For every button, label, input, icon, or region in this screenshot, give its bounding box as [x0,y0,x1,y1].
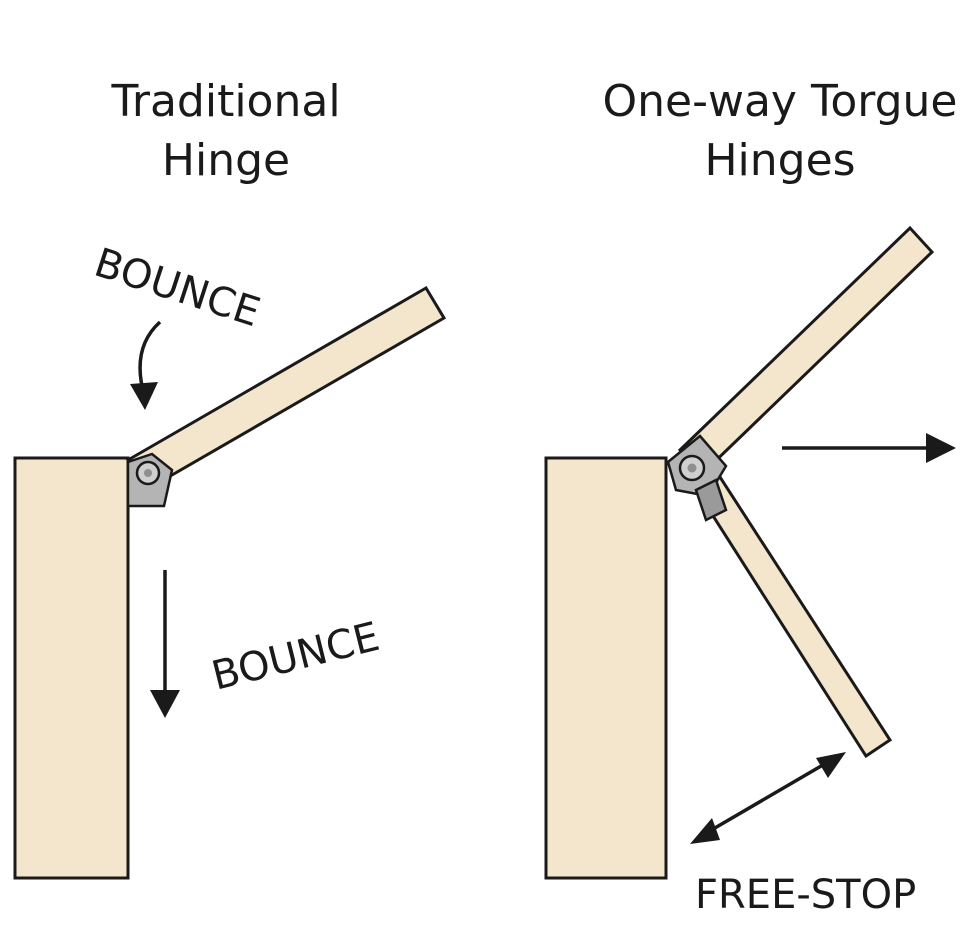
torque-hinge-lower-plate [694,478,728,522]
traditional-hinge-panel: Traditional Hinge BOUNCE BOUNCE [13,76,447,880]
torque-cabinet-panel [544,456,668,880]
right-arrowhead-icon [926,433,956,463]
free-stop-double-arrow-icon [707,760,829,834]
traditional-lid-panel [125,285,447,493]
bounce-down-arrowhead-icon [150,690,180,718]
traditional-hinge-title-line1: Traditional [110,76,340,127]
traditional-cabinet-panel [13,456,130,880]
traditional-hinge-pivot-center [144,469,152,477]
free-stop-label: FREE-STOP [695,872,916,918]
torque-hinge-pivot-center [687,463,697,473]
bounce-label-top: BOUNCE [89,240,265,336]
torque-hinge-title-line2: Hinges [704,135,855,186]
free-stop-arrowhead-left-icon [690,818,720,844]
traditional-hinge-title-line2: Hinge [162,135,290,186]
bounce-label-bottom: BOUNCE [207,614,384,700]
torque-hinge-title-line1: One-way Torgue [603,76,958,127]
bounce-curved-arrowhead-icon [130,382,158,410]
torque-lower-arm-panel [691,472,893,759]
free-stop-arrowhead-right-icon [816,752,846,778]
torque-upper-lid-panel [677,225,935,477]
one-way-torque-hinge-panel: One-way Torgue Hinges FREE-STOP [544,76,958,918]
